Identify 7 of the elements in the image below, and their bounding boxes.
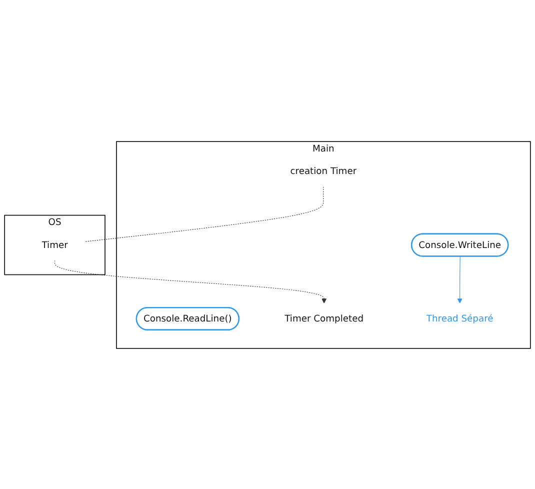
arrow xyxy=(54,260,327,303)
node-text: creation Timer xyxy=(290,165,357,176)
node-text: Thread Séparé xyxy=(426,312,494,324)
node-text: Timer xyxy=(42,238,68,250)
arrow xyxy=(457,256,462,303)
node-text: Timer Completed xyxy=(284,312,364,324)
connector xyxy=(84,186,324,242)
